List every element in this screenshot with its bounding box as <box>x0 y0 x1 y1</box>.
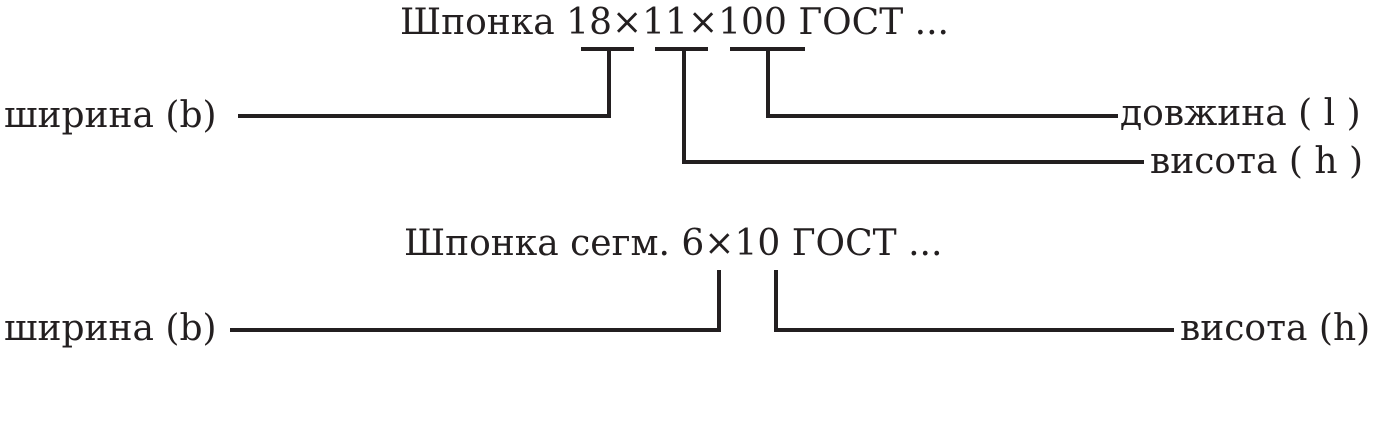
designation-2-dim-width: 6 <box>681 223 705 264</box>
designation-1-sep-2: × <box>687 2 719 43</box>
label-1-length: довжина ( l ) <box>1120 93 1361 134</box>
designation-1: Шпонка 18×11×100 ГОСТ ... <box>400 1 949 45</box>
label-1-width: ширина (b) <box>4 95 217 136</box>
label-2-height: висота (h) <box>1180 308 1371 349</box>
designation-1-suffix: ГОСТ ... <box>798 2 949 43</box>
designation-1-dim-height: 11 <box>642 2 688 43</box>
designation-2-suffix: ГОСТ ... <box>791 223 943 264</box>
designation-1-prefix: Шпонка <box>400 2 555 43</box>
designation-2-dim-height: 10 <box>734 223 781 264</box>
designation-2-prefix: Шпонка сегм. <box>404 223 670 264</box>
designation-2-sep: × <box>704 223 735 264</box>
designation-2: Шпонка сегм. 6×10 ГОСТ ... <box>404 222 942 266</box>
designation-1-dim-width: 18 <box>566 2 612 43</box>
label-1-height: висота ( h ) <box>1150 141 1364 182</box>
designation-1-sep-1: × <box>611 2 643 43</box>
label-2-width: ширина (b) <box>4 308 217 349</box>
designation-1-dim-length: 100 <box>718 2 787 43</box>
